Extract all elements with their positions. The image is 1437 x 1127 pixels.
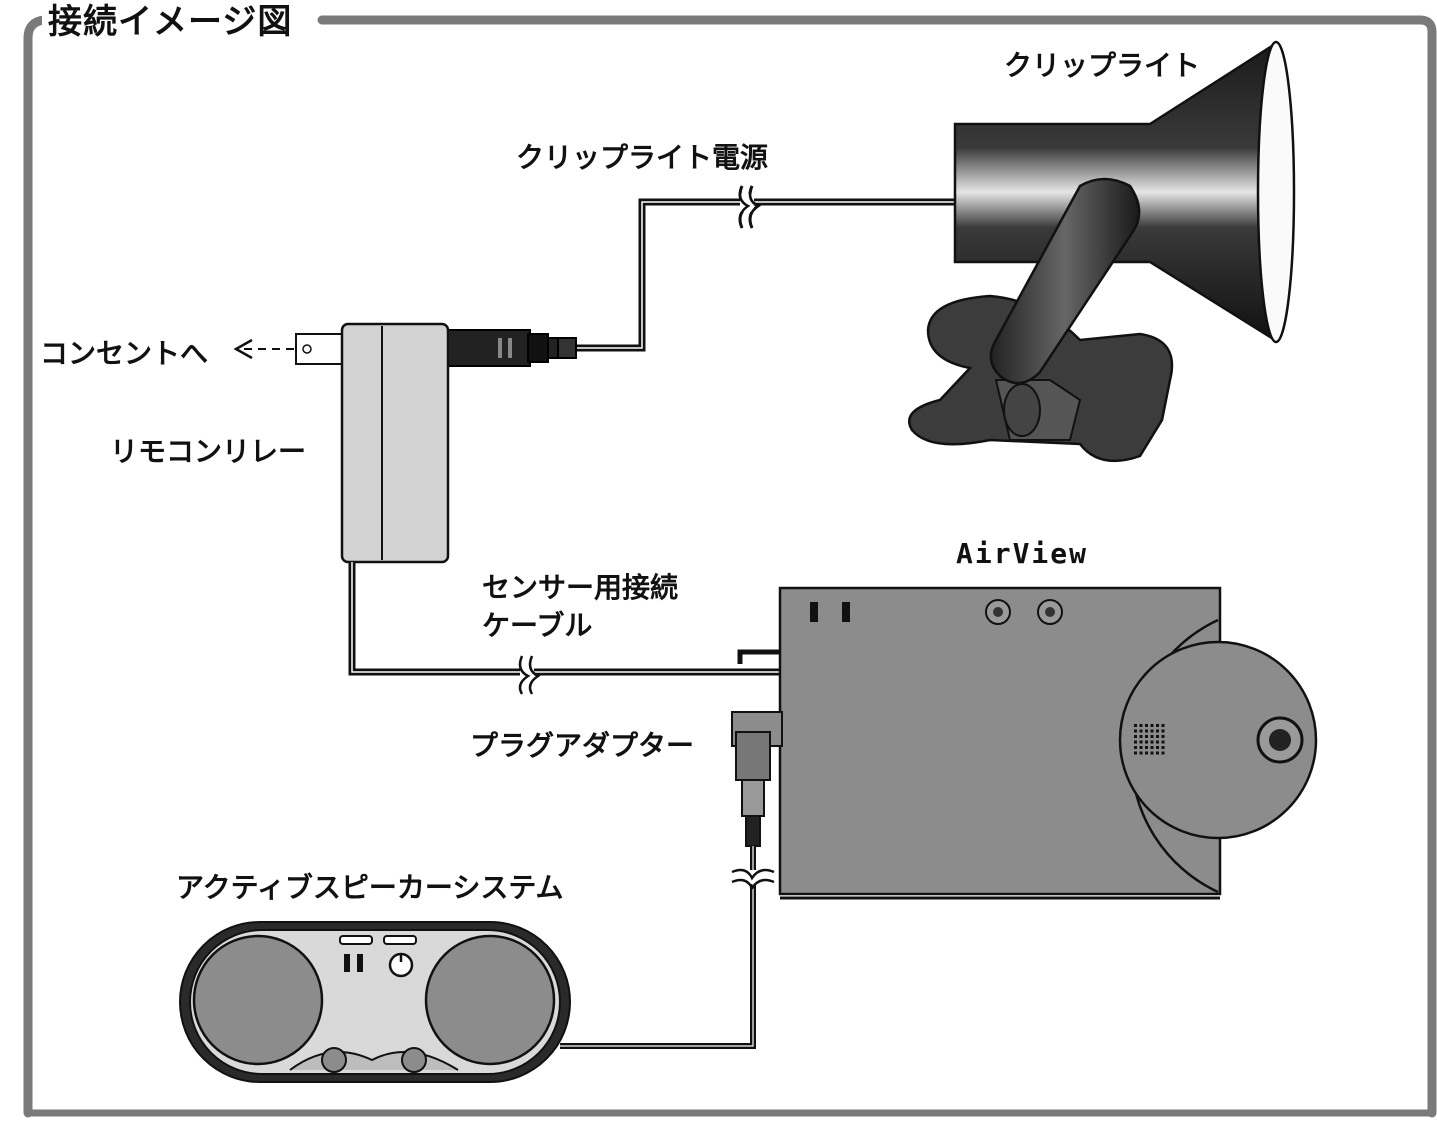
airview-device [778, 586, 1318, 900]
grille-dot [1134, 751, 1137, 755]
grille-dot [1150, 735, 1154, 738]
plug-adapter [731, 711, 783, 847]
label-sensor-cable-line2: ケーブル [482, 609, 593, 642]
grille-dot [1156, 751, 1159, 755]
grille-dot [1145, 740, 1148, 744]
grille-dot [1156, 746, 1159, 749]
clip-light [908, 40, 1296, 463]
grille-dot [1161, 735, 1165, 738]
grille-dot [1134, 740, 1137, 744]
grille-dot [1150, 729, 1154, 733]
grille-dot [1145, 724, 1148, 727]
grille-dot [1145, 735, 1148, 738]
grille-dot [1145, 746, 1148, 749]
grille-dot [1156, 740, 1159, 744]
grille-dot [1134, 735, 1137, 738]
diagram-title: 接続イメージ図 [42, 0, 299, 43]
grille-dot [1134, 724, 1137, 727]
grille-dot [1145, 729, 1148, 733]
grille-dot [1139, 735, 1143, 738]
label-plug-adapter: プラグアダプター [470, 729, 695, 762]
grille-dot [1156, 724, 1159, 727]
microphone-grille [1134, 724, 1165, 755]
remote-relay-device [340, 322, 450, 564]
grille-dot [1161, 751, 1165, 755]
grille-dot [1145, 751, 1148, 755]
grille-dot [1139, 729, 1143, 733]
grille-dot [1139, 746, 1143, 749]
label-sensor-cable-line1: センサー用接続 [482, 571, 679, 604]
grille-dot [1161, 740, 1165, 744]
relay-plug-connector [445, 329, 577, 367]
grille-dot [1161, 729, 1165, 733]
speaker-system [179, 921, 571, 1083]
label-clip-light: クリップライト [1004, 49, 1201, 82]
frame-border [23, 15, 1437, 1118]
grille-dot [1150, 740, 1154, 744]
outlet-plug [233, 333, 345, 365]
grille-dot [1161, 724, 1165, 727]
clip-light-power-cable [560, 185, 960, 352]
grille-dot [1139, 740, 1143, 744]
grille-dot [1156, 729, 1159, 733]
grille-dot [1139, 724, 1143, 727]
label-speaker-system: アクティブスピーカーシステム [176, 871, 564, 904]
label-clip-light-power: クリップライト電源 [516, 141, 769, 174]
sensor-cable [348, 562, 782, 695]
grille-dot [1161, 746, 1165, 749]
grille-dot [1134, 746, 1137, 749]
grille-dot [1150, 746, 1154, 749]
grille-dot [1156, 735, 1159, 738]
grille-dot [1134, 729, 1137, 733]
speaker-cable [560, 846, 775, 1049]
label-outlet: コンセントへ [40, 337, 209, 370]
grille-dot [1150, 751, 1154, 755]
label-airview: AirView [956, 537, 1089, 570]
grille-dot [1150, 724, 1154, 727]
label-remote-relay: リモコンリレー [110, 435, 307, 468]
grille-dot [1139, 751, 1143, 755]
